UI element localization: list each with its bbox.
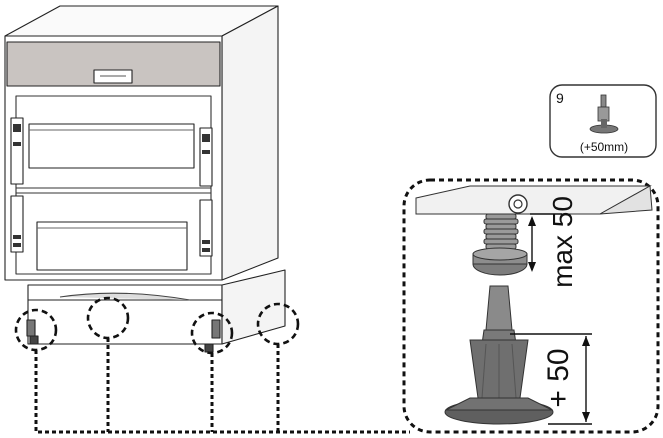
detail-panel: max 50 + 50 <box>402 178 660 434</box>
connector-lines <box>34 338 410 434</box>
extension-dimension <box>510 333 592 425</box>
appliance-corner <box>415 185 653 215</box>
dishwasher-illustration <box>4 5 286 353</box>
leveling-foot-icon <box>589 94 619 134</box>
screw-foot-icon <box>472 213 528 276</box>
max-height-label: max 50 <box>547 196 578 288</box>
upper-basket <box>28 123 195 169</box>
extension-foot-icon <box>444 285 554 425</box>
part-step-number: 9 <box>556 90 564 106</box>
max-height-dimension <box>528 213 562 272</box>
part-box: 9 (+50mm) <box>549 84 657 158</box>
lower-basket <box>36 221 188 271</box>
extension-label: + 50 <box>542 348 575 407</box>
part-caption: (+50mm) <box>580 140 628 154</box>
